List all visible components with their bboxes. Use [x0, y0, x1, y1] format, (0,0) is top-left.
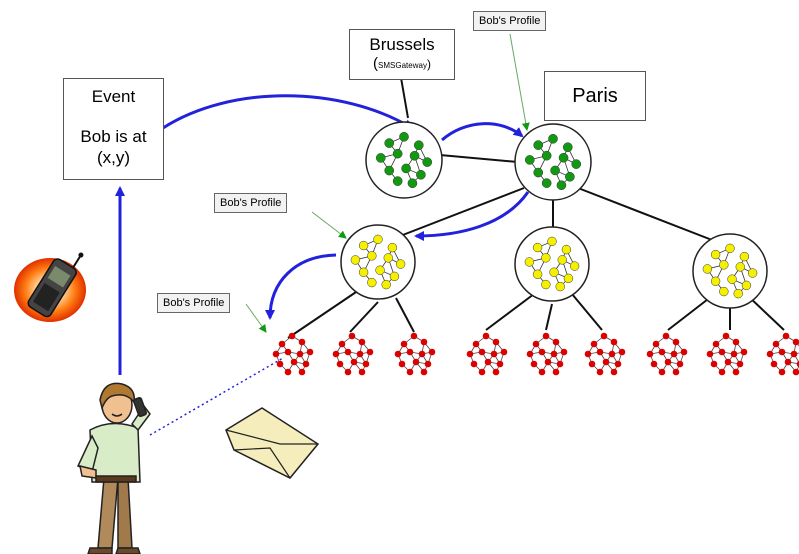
leaf-cluster-9 [766, 332, 799, 376]
profile-label-bottom: Bob's Profile [157, 293, 231, 313]
brussels-box: Brussels (SMSGateway) [349, 29, 455, 80]
leaf-cluster-4 [466, 332, 508, 376]
paris-cluster [514, 123, 592, 201]
arrow-brussels-to-paris [441, 122, 524, 142]
brussels-title: Brussels [369, 35, 435, 54]
wireless-link [149, 357, 284, 436]
brussels-open-paren: ( [373, 55, 379, 72]
arrow-subtree-to-leaf [265, 253, 337, 320]
arrow-paris-to-subtree [414, 191, 530, 241]
arrow-event-to-brussels [162, 94, 414, 130]
paris-title: Paris [572, 85, 618, 107]
blue-arrows [115, 94, 530, 375]
leaf-cluster-3 [394, 332, 436, 376]
node-clusters [340, 121, 768, 309]
profile-label-top: Bob's Profile [473, 11, 547, 31]
event-box: Event Bob is at (x,y) [63, 78, 164, 180]
event-line-2: (x,y) [96, 148, 131, 167]
event-line-1: Bob is at [80, 127, 147, 146]
brussels-close-paren: ) [426, 57, 431, 71]
subtree-cluster-left [340, 224, 416, 300]
brussels-subtitle: SMSGateway [378, 61, 427, 70]
leaf-cluster-2 [332, 332, 374, 376]
event-title: Event [91, 87, 136, 106]
leaf-clusters [272, 332, 799, 376]
leaf-cluster-1 [272, 332, 314, 376]
subtree-cluster-center [514, 226, 590, 302]
leaf-cluster-6 [584, 332, 626, 376]
envelope-icon [225, 407, 320, 479]
person-on-phone-icon [76, 382, 151, 554]
leaf-cluster-5 [526, 332, 568, 376]
tree-edges [287, 71, 785, 339]
paris-box: Paris [544, 71, 646, 121]
leaf-cluster-8 [706, 332, 748, 376]
profile-label-middle: Bob's Profile [214, 193, 288, 213]
mobile-phone-icon [14, 252, 86, 322]
brussels-cluster [365, 121, 443, 199]
subtree-cluster-right [692, 233, 768, 309]
profile-pointers [245, 33, 530, 333]
leaf-cluster-7 [646, 332, 688, 376]
